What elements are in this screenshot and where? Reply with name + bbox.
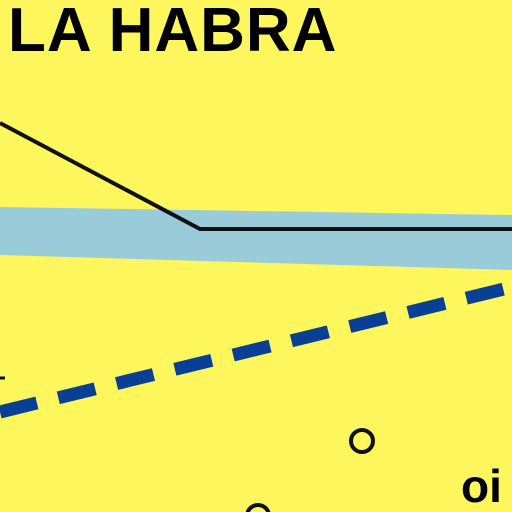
water-channel <box>0 207 512 270</box>
dashed-boundary <box>0 280 512 419</box>
place-label: LA HABRA <box>8 0 338 65</box>
road-line <box>0 121 512 231</box>
feature-label: oi <box>461 460 502 512</box>
oil-well-symbol <box>245 503 271 512</box>
oil-well-symbol <box>349 428 375 454</box>
